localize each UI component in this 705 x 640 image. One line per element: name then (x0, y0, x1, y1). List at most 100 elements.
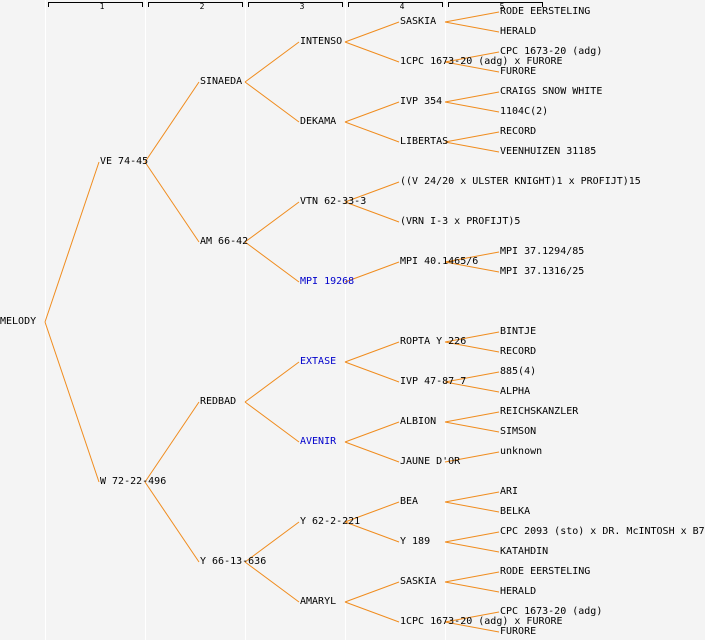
pedigree-node-gen5: BELKA (500, 506, 531, 517)
pedigree-node-gen1: VE 74-45 (100, 156, 149, 167)
pedigree-node-gen3: AMARYL (300, 596, 337, 607)
connector-line (344, 41, 400, 63)
column-separator (245, 0, 246, 640)
generation-bracket-3 (248, 2, 343, 7)
connector-line (244, 561, 300, 603)
connector-line (344, 261, 400, 283)
connector-line (444, 331, 500, 343)
generation-label-3: 3 (299, 2, 305, 11)
pedigree-node-gen5: RECORD (500, 126, 537, 137)
connector-line (44, 321, 100, 483)
connector-line (444, 411, 500, 423)
connector-line (344, 521, 400, 543)
pedigree-node-gen5: FURORE (500, 626, 537, 637)
connector-line (44, 161, 100, 323)
connector-line (444, 421, 500, 433)
pedigree-node-gen4: (VRN I-3 x PROFIJT)5 (400, 216, 521, 227)
pedigree-node-gen4: SASKIA (400, 576, 437, 587)
connector-line (144, 81, 200, 163)
pedigree-node-gen5: MPI 37.1294/85 (500, 246, 585, 257)
pedigree-node-gen5: RODE EERSTELING (500, 6, 591, 17)
pedigree-node-gen3[interactable]: AVENIR (300, 436, 337, 447)
connector-line (444, 91, 500, 103)
pedigree-node-gen5: VEENHUIZEN 31185 (500, 146, 597, 157)
pedigree-node-gen4: ROPTA Y 226 (400, 336, 467, 347)
pedigree-node-gen3[interactable]: EXTASE (300, 356, 337, 367)
connector-line (444, 51, 500, 63)
connector-line (244, 401, 300, 443)
pedigree-node-gen5: RODE EERSTELING (500, 566, 591, 577)
connector-line (344, 201, 400, 223)
connector-line (244, 521, 300, 563)
pedigree-node-gen3: VTN 62-33-3 (300, 196, 367, 207)
connector-line (344, 421, 400, 443)
pedigree-node-gen5: FURORE (500, 66, 537, 77)
pedigree-node-gen5: CPC 2093 (sto) x DR. McINTOSH x B7 (500, 526, 705, 537)
pedigree-node-gen4: IVP 47-87 7 (400, 376, 467, 387)
generation-label-2: 2 (199, 2, 205, 11)
generation-bracket-1 (48, 2, 143, 7)
connector-line (444, 11, 500, 23)
connector-line (444, 21, 500, 33)
connector-line (344, 341, 400, 363)
pedigree-node-gen2: Y 66-13-636 (200, 556, 267, 567)
pedigree-node-gen3: INTENSO (300, 36, 343, 47)
connector-line (344, 441, 400, 463)
connector-line (244, 361, 300, 403)
connector-line (444, 141, 500, 153)
pedigree-node-gen4: MPI 40.1465/6 (400, 256, 479, 267)
pedigree-node-gen1: W 72-22-496 (100, 476, 167, 487)
connector-line (444, 131, 500, 143)
pedigree-root: MELODY (0, 316, 37, 327)
column-separator (445, 0, 446, 640)
pedigree-node-gen5: HERALD (500, 26, 537, 37)
connector-line (344, 121, 400, 143)
connector-line (144, 161, 200, 243)
connector-line (244, 241, 300, 283)
connector-line (344, 601, 400, 623)
pedigree-node-gen5: CRAIGS SNOW WHITE (500, 86, 603, 97)
connector-line (444, 611, 500, 623)
connector-line (444, 371, 500, 383)
connector-line (344, 21, 400, 43)
connector-line (444, 251, 500, 263)
connector-line (344, 361, 400, 383)
pedigree-node-gen5: MPI 37.1316/25 (500, 266, 585, 277)
connector-line (444, 341, 500, 353)
pedigree-node-gen5: ALPHA (500, 386, 531, 397)
generation-label-4: 4 (399, 2, 405, 11)
pedigree-node-gen5: HERALD (500, 586, 537, 597)
column-separator (345, 0, 346, 640)
connector-line (244, 41, 300, 83)
connector-line (344, 181, 400, 203)
connector-line (444, 501, 500, 513)
pedigree-node-gen4: LIBERTAS (400, 136, 449, 147)
pedigree-node-gen5: BINTJE (500, 326, 537, 337)
pedigree-node-gen3: DEKAMA (300, 116, 337, 127)
pedigree-node-gen4: ((V 24/20 x ULSTER KNIGHT)1 x PROFIJT)15 (400, 176, 641, 187)
pedigree-node-gen2: AM 66-42 (200, 236, 249, 247)
connector-line (444, 451, 500, 463)
generation-bracket-5 (448, 2, 543, 7)
pedigree-node-gen5: unknown (500, 446, 543, 457)
pedigree-node-gen4: JAUNE D'OR (400, 456, 461, 467)
pedigree-node-gen3: Y 62-2-221 (300, 516, 361, 527)
pedigree-node-gen5: KATAHDIN (500, 546, 549, 557)
generation-label-5: 5 (499, 2, 505, 11)
connector-line (344, 501, 400, 523)
connector-line (444, 531, 500, 543)
pedigree-node-gen4: Y 189 (400, 536, 431, 547)
connector-line (344, 101, 400, 123)
pedigree-node-gen2: REDBAD (200, 396, 237, 407)
pedigree-node-gen3[interactable]: MPI 19268 (300, 276, 355, 287)
connector-line (444, 571, 500, 583)
connector-line (444, 541, 500, 553)
pedigree-node-gen5: 1104C(2) (500, 106, 549, 117)
connector-line (144, 481, 200, 563)
pedigree-node-gen4: ALBION (400, 416, 437, 427)
connector-line (444, 61, 500, 73)
connector-line (444, 381, 500, 393)
column-separator (145, 0, 146, 640)
pedigree-node-gen2: SINAEDA (200, 76, 243, 87)
